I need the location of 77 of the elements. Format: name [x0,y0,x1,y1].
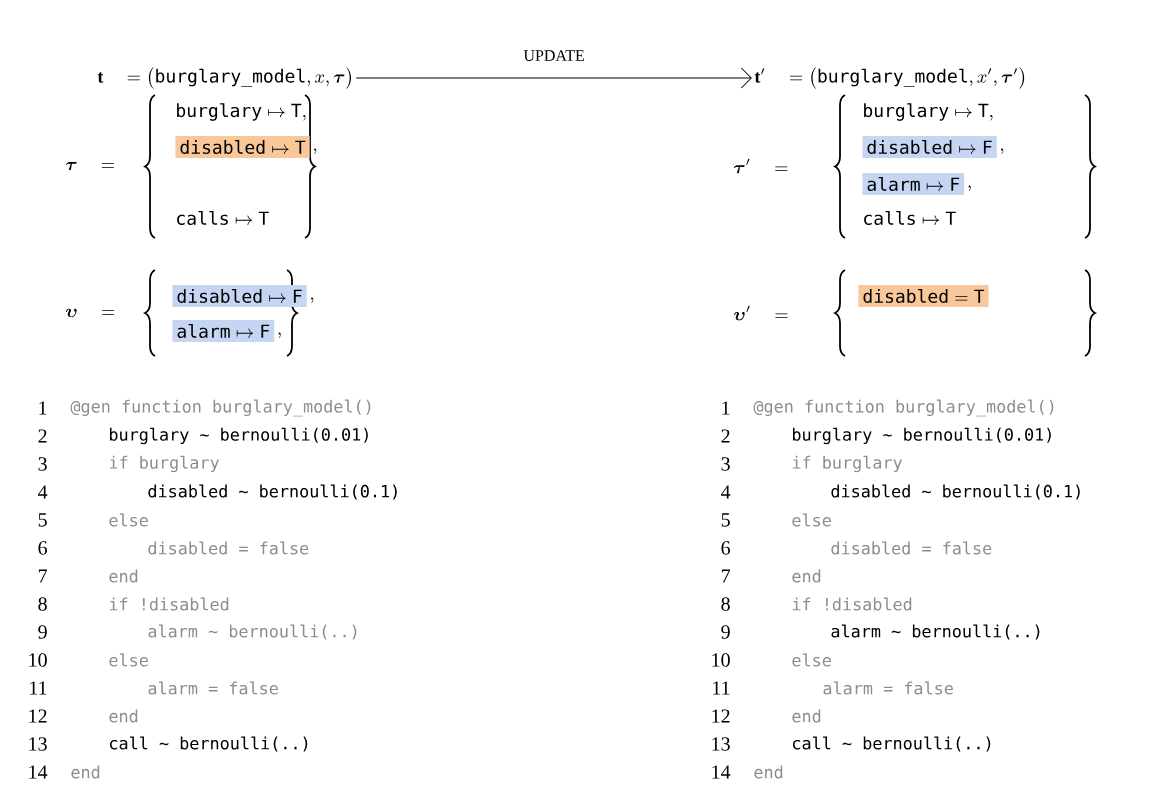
highlight-box: $\texttt{alarm}\mapsto\texttt{F}$ [172,320,275,342]
line-number: 11 [30,681,47,695]
code-line: end [71,765,100,779]
code-line: if !disabled [109,597,229,611]
line-number: 1 [722,401,730,415]
line-number: 7 [721,569,731,583]
comma: $,$ [311,297,314,303]
line-number: 12 [29,709,47,723]
highlight-box: $\texttt{disabled}\mapsto\texttt{F}$ [862,136,997,158]
math-label: $\texttt{calls}\mapsto\texttt{T}$ [864,211,956,225]
code-line: disabled ∼ bernoulli(0.1) [148,484,397,500]
line-number: 3 [721,457,730,471]
code-line: alarm ∼ bernoulli(..) [148,624,357,640]
tuple-formula: $\mathbf{t}\quad=\big(\texttt{burglary\_model}, x, \boldsymbol{\tau}\big)$ [97,67,351,89]
code-line: burglary ∼ bernoulli(0.01) [793,427,1051,445]
comma: $,$ [1001,148,1004,154]
line-number: 4 [721,485,731,499]
code-line: if !disabled [792,597,912,611]
line-number: 7 [38,569,48,583]
code-line: end [792,709,821,723]
math-label: $\texttt{burglary}\mapsto\texttt{T},$ [864,103,993,121]
line-number: 5 [38,513,47,527]
code-line: alarm = false [823,681,953,695]
line-number: 14 [29,765,48,779]
highlight-box: $\texttt{alarm}\mapsto\texttt{F}$ [862,173,965,195]
line-number: 3 [38,457,47,471]
code-line: else [792,513,831,527]
tuple-formula: $\mathbf{t}'\quad=\big(\texttt{burglary\_model}, x', \boldsymbol{\tau}'\big)$ [754,67,1025,89]
comma: $,$ [968,185,971,191]
variable-label: $\boldsymbol{\upsilon}\quad=$ [66,308,115,318]
edge-label: UPDATE [523,50,584,61]
highlight-box: $\texttt{disabled}\mapsto\texttt{T}$ [175,136,310,158]
code-line: disabled = false [148,541,309,555]
code-line: call ∼ bernoulli(..) [110,736,308,752]
code-line: if burglary [109,455,219,473]
code-line: end [754,765,783,779]
code-line: disabled = false [831,541,992,555]
line-number: 12 [712,709,730,723]
line-number: 13 [29,737,47,751]
code-line: else [109,513,148,527]
code-line: if burglary [792,455,902,473]
code-line: call ∼ bernoulli(..) [793,736,991,752]
code-line: alarm = false [148,681,278,695]
line-number: 9 [38,625,47,639]
line-number: 10 [712,653,730,667]
code-line: else [792,653,831,667]
code-line: end [792,569,821,583]
highlight-box: $\texttt{disabled}\mapsto\texttt{F}$ [172,285,307,307]
line-number: 10 [29,653,47,667]
code-line: disabled ∼ bernoulli(0.1) [831,484,1080,500]
math-label: $\texttt{calls}\mapsto\texttt{T}$ [177,211,269,225]
code-line: @gen function burglary_model() [753,399,1054,417]
line-number: 13 [712,737,730,751]
variable-label: $\boldsymbol{\tau}'\quad=$ [733,158,788,174]
line-number: 8 [721,597,730,611]
line-number: 6 [721,541,730,555]
highlight-box: $\texttt{disabled} = \texttt{T}$ [858,285,989,307]
code-line: alarm ∼ bernoulli(..) [831,624,1040,640]
code-line: else [109,653,148,667]
line-number: 6 [38,541,47,555]
line-number: 5 [721,513,730,527]
code-line: end [109,569,138,583]
code-line: end [109,709,138,723]
line-number: 11 [713,681,730,695]
arrow [355,67,752,89]
line-number: 14 [712,765,731,779]
comma: $,$ [278,332,281,338]
line-number: 2 [721,429,730,443]
line-number: 9 [721,625,730,639]
variable-label: $\boldsymbol{\tau}\quad=$ [65,162,114,171]
line-number: 4 [38,485,48,499]
code-line: burglary ∼ bernoulli(0.01) [110,427,368,445]
line-number: 2 [38,429,47,443]
variable-label: $\boldsymbol{\upsilon}'\quad=$ [734,305,788,321]
code-line: @gen function burglary_model() [70,399,371,417]
line-number: 8 [38,597,47,611]
line-number: 1 [39,401,47,415]
